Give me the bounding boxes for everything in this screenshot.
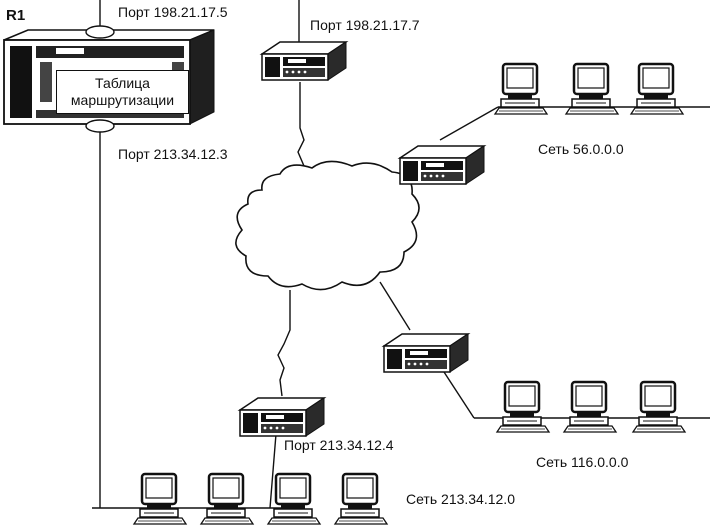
port-router-top-label: Порт 198.21.17.7 — [310, 17, 420, 33]
network-116-label: Сеть 116.0.0.0 — [536, 454, 629, 470]
routing-table-line2: маршрутизации — [70, 92, 175, 108]
router-bottom-icon — [239, 397, 325, 437]
routing-table-box: Таблица маршрутизации — [56, 70, 189, 114]
port-r1-bottom-label: Порт 213.34.12.3 — [118, 146, 228, 162]
network-56-label: Сеть 56.0.0.0 — [538, 141, 624, 157]
routing-table-line1: Таблица — [95, 75, 150, 91]
router-right-upper-icon — [399, 145, 485, 185]
port-router-bottom-label: Порт 213.34.12.4 — [284, 437, 394, 453]
router-r1-label: R1 — [6, 7, 26, 24]
workstations-net-116 — [495, 380, 687, 434]
workstations-net-56 — [493, 62, 685, 116]
port-r1-top-label: Порт 198.21.17.5 — [118, 4, 228, 20]
router-top-icon — [261, 41, 347, 81]
router-right-lower-icon — [383, 333, 469, 373]
workstations-net-213 — [132, 472, 389, 526]
wan-cloud — [235, 160, 420, 291]
network-213-label: Сеть 213.34.12.0 — [406, 491, 515, 507]
